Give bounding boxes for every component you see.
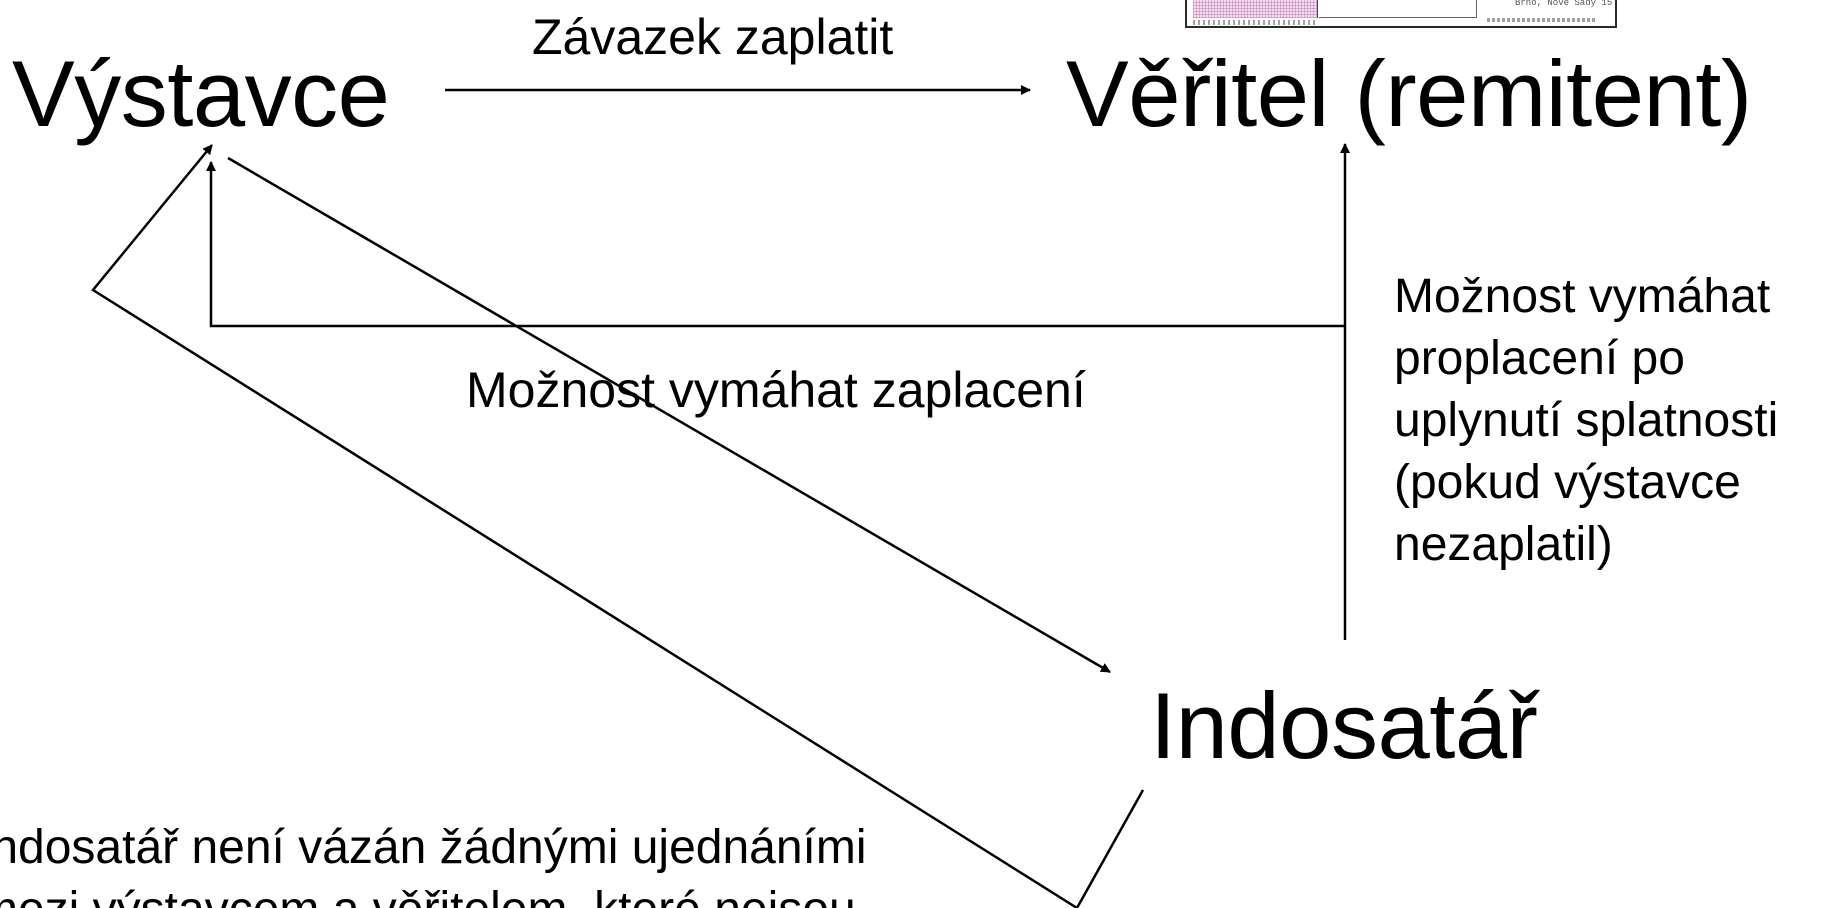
bill-address-text: Brno, Nové Sady 15 <box>1515 0 1613 8</box>
bill-footer-print <box>1193 20 1317 25</box>
endorsee-note: Indosatář není vázán žádnými ujednáními … <box>0 817 867 908</box>
bill-stamp-area <box>1193 0 1318 18</box>
edge-label-obligation: Závazek zaplatit <box>532 9 894 65</box>
enforce-after-due-line-5: nezaplatil) <box>1394 518 1613 571</box>
node-creditor: Věřitel (remitent) <box>1066 41 1752 146</box>
endorsee-note-line-1: Indosatář není vázán žádnými ujednáními <box>0 821 867 874</box>
node-issuer: Výstavce <box>12 41 390 146</box>
bill-of-exchange-thumbnail: Brno, Nové Sady 15 <box>1185 0 1617 28</box>
node-endorsee: Indosatář <box>1150 673 1538 778</box>
bill-fine-print <box>1487 18 1597 22</box>
enforce-after-due-line-4: (pokud výstavce <box>1394 456 1741 509</box>
enforce-after-due-line-2: proplacení po <box>1394 332 1685 385</box>
edge-label-enforce-after-due: Možnost vymáhat proplacení po uplynutí s… <box>1394 266 1778 576</box>
bill-field-box <box>1319 0 1477 18</box>
edge-label-enforce-payment: Možnost vymáhat zaplacení <box>466 362 1086 418</box>
issuer-to-endorsee-arrow <box>227 156 1111 674</box>
enforce-after-due-line-3: uplynutí splatnosti <box>1394 394 1779 447</box>
enforce-after-due-line-1: Možnost vymáhat <box>1394 270 1771 323</box>
endorsee-note-line-2: mezi výstavcem a věřitelem, které nejsou <box>0 879 867 908</box>
enforce-payment-arrow <box>206 161 1345 328</box>
endorsee-to-issuer-arrow <box>91 144 1145 908</box>
